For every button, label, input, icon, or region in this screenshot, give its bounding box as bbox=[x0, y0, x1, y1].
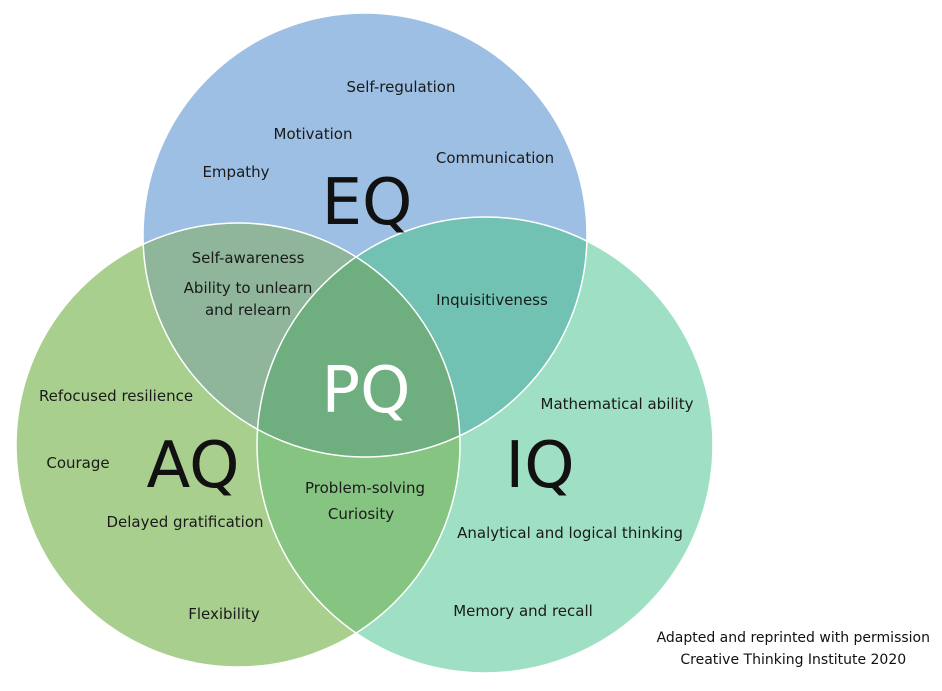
eq-outline bbox=[142, 12, 588, 458]
eq-aq-item-unlearn-line1: Ability to unlearn bbox=[184, 279, 313, 297]
iq-item-mathematical-ability: Mathematical ability bbox=[541, 395, 694, 413]
eq-item-motivation: Motivation bbox=[274, 125, 353, 143]
aq-item-refocused-resilience: Refocused resilience bbox=[39, 387, 193, 405]
aq-item-courage: Courage bbox=[46, 454, 109, 472]
eq-item-empathy: Empathy bbox=[202, 163, 269, 181]
aq-item-delayed-gratification: Delayed gratification bbox=[106, 513, 263, 531]
aq-outline bbox=[15, 222, 461, 668]
iq-item-memory-recall: Memory and recall bbox=[453, 602, 593, 620]
aq-iq-item-problem-solving: Problem-solving bbox=[305, 479, 425, 497]
iq-item-analytical-thinking: Analytical and logical thinking bbox=[457, 524, 683, 542]
credit-line-1: Adapted and reprinted with permission bbox=[656, 630, 930, 646]
credit-line-2: Creative Thinking Institute 2020 bbox=[680, 652, 907, 668]
eq-iq-item-inquisitiveness: Inquisitiveness bbox=[436, 291, 548, 309]
eq-label: EQ bbox=[322, 166, 413, 240]
eq-aq-item-unlearn-line2: and relearn bbox=[205, 301, 291, 319]
credit-note: Adapted and reprinted with permission Cr… bbox=[657, 627, 930, 671]
aq-item-flexibility: Flexibility bbox=[188, 605, 260, 623]
aq-label: AQ bbox=[146, 429, 239, 503]
eq-item-communication: Communication bbox=[436, 149, 554, 167]
iq-outline bbox=[256, 216, 714, 674]
eq-item-self-regulation: Self-regulation bbox=[347, 78, 456, 96]
eq-aq-item-self-awareness: Self-awareness bbox=[192, 249, 305, 267]
aq-iq-item-curiosity: Curiosity bbox=[328, 505, 394, 523]
pq-label: PQ bbox=[322, 354, 411, 428]
pq-center-overlap bbox=[257, 223, 460, 457]
iq-label: IQ bbox=[505, 429, 574, 503]
